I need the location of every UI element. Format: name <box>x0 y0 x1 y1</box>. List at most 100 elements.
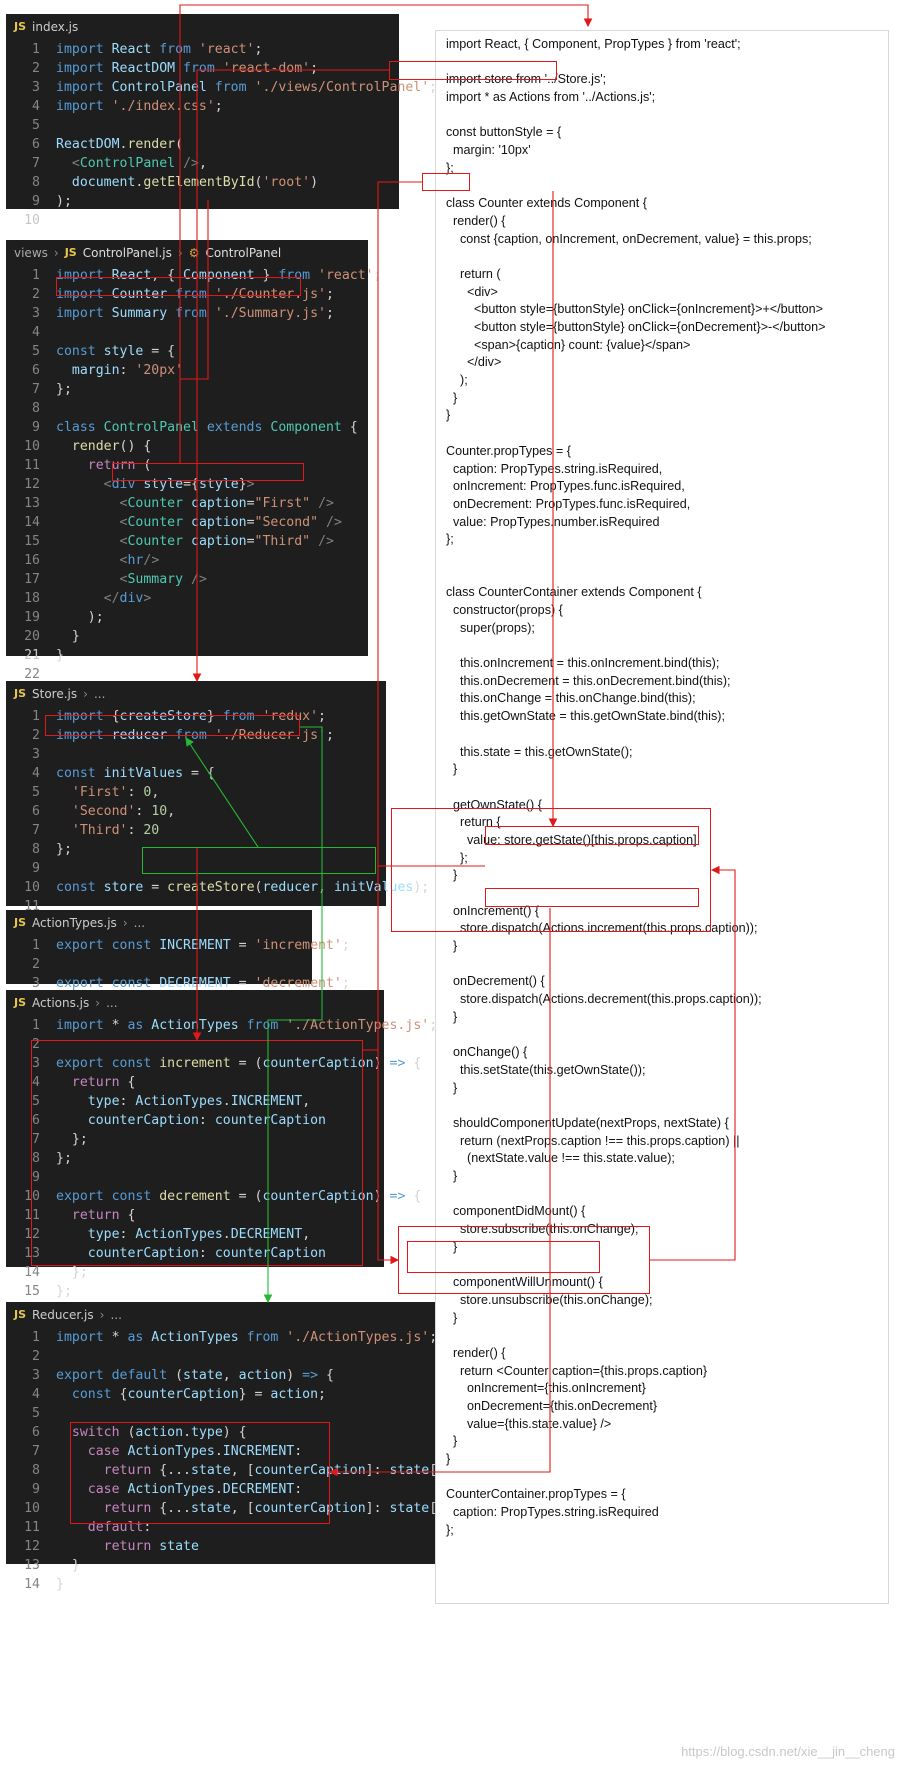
code-token: ; <box>318 1387 326 1402</box>
code-token: counterCaption <box>262 1189 374 1204</box>
code-token: . <box>214 1482 223 1497</box>
code-token: React <box>111 42 160 57</box>
code-line: 6 counterCaption: counterCaption <box>6 1111 384 1130</box>
listing-line: }; <box>446 1522 454 1537</box>
code-line: 14 }; <box>6 1263 384 1282</box>
line-number: 1 <box>32 268 40 283</box>
code-token: export const <box>56 1056 160 1071</box>
listing-line: } <box>446 408 451 423</box>
line-number: 14 <box>24 1265 40 1280</box>
code-token: action <box>270 1387 319 1402</box>
code-token: ( <box>127 1425 136 1440</box>
code-token: , { <box>151 268 184 283</box>
listing-line <box>446 248 888 266</box>
code-line: 15}; <box>6 1282 384 1301</box>
tab-label: Actions.js <box>32 996 90 1010</box>
code-token: return <box>71 1075 128 1090</box>
tab-label[interactable]: ControlPanel.js <box>82 246 172 260</box>
chevron-right-icon: › <box>122 916 128 930</box>
line-number: 8 <box>32 842 40 857</box>
listing-line: value: store.getState()[this.props.capti… <box>446 832 697 847</box>
line-number: 10 <box>24 213 40 228</box>
code-token: caption <box>191 496 247 511</box>
listing-line: </div> <box>446 355 502 370</box>
code-token: extends <box>206 420 271 435</box>
code-line: 7 case ActionTypes.INCREMENT: <box>6 1442 532 1461</box>
code-token: , [ <box>230 1463 255 1478</box>
listing-line: <button style={buttonStyle} onClick={onI… <box>446 302 824 317</box>
listing-line: render() { <box>446 213 506 228</box>
code-token: const <box>56 766 104 781</box>
code-token: : <box>143 1520 152 1535</box>
code-token: margin <box>71 363 120 378</box>
line-number: 5 <box>32 1094 40 1109</box>
code-token: from <box>222 709 263 724</box>
code-token: { <box>119 1387 128 1402</box>
line-number: 10 <box>24 1189 40 1204</box>
breadcrumb-symbol[interactable]: ControlPanel <box>205 246 282 260</box>
code-token: style <box>143 477 184 492</box>
listing-line: this.onIncrement = this.onIncrement.bind… <box>446 656 720 671</box>
code-token: const <box>56 344 104 359</box>
line-code: const {counterCaption} = action; <box>56 1385 326 1404</box>
code-token: , <box>222 1368 239 1383</box>
code-token: , <box>318 880 334 895</box>
code-token: {... <box>159 1501 191 1516</box>
line-number: 6 <box>32 363 40 378</box>
code-token <box>56 496 120 511</box>
code-token: . <box>135 175 144 190</box>
line-number: 11 <box>24 1520 40 1535</box>
line-code: } <box>56 1556 80 1575</box>
code-line: 5 'First': 0, <box>6 783 386 802</box>
line-code: export const increment = (counterCaption… <box>56 1054 421 1073</box>
line-code: }; <box>56 840 72 859</box>
code-token: from <box>278 268 319 283</box>
code-token <box>56 1463 104 1478</box>
line-code: } <box>56 646 64 665</box>
code-token: : <box>294 1482 303 1497</box>
code-token: {... <box>159 1463 191 1478</box>
line-number: 10 <box>24 439 40 454</box>
listing-line: class CounterContainer extends Component… <box>446 585 702 600</box>
code-token: Summary <box>127 572 192 587</box>
code-token: < <box>119 553 128 568</box>
line-code: export const decrement = (counterCaption… <box>56 1187 421 1206</box>
code-token <box>56 1520 88 1535</box>
code-token: 'react-dom' <box>222 61 311 76</box>
breadcrumb-folder[interactable]: views <box>14 246 48 260</box>
listing-line <box>446 956 888 974</box>
code-token <box>56 591 104 606</box>
code-line: 6 margin: '20px' <box>6 361 368 380</box>
listing-line: import * as Actions from '../Actions.js'… <box>446 90 656 105</box>
line-number: 8 <box>32 1463 40 1478</box>
listing-line: } <box>446 1452 451 1466</box>
listing-line <box>446 1186 888 1204</box>
code-token: /> <box>175 156 199 171</box>
listing-line: } <box>446 1169 458 1183</box>
code-token: return <box>71 1208 128 1223</box>
code-token: type <box>87 1094 120 1109</box>
code-token: => <box>389 1189 414 1204</box>
code-token: }; <box>56 382 72 397</box>
js-file-icon: JS <box>14 1308 27 1321</box>
line-code: }; <box>56 1263 88 1282</box>
line-number: 9 <box>32 1170 40 1185</box>
code-token: from <box>246 1330 287 1345</box>
line-number: 1 <box>32 938 40 953</box>
listing-line: const buttonStyle = { <box>446 125 562 140</box>
control-panel-breadcrumb[interactable]: views › JS ControlPanel.js › ⚙ ControlPa… <box>6 240 368 266</box>
code-token: ); <box>56 194 72 209</box>
code-line: 12 return state <box>6 1537 532 1556</box>
code-token: }; <box>56 1284 72 1299</box>
code-token: = <box>246 496 255 511</box>
